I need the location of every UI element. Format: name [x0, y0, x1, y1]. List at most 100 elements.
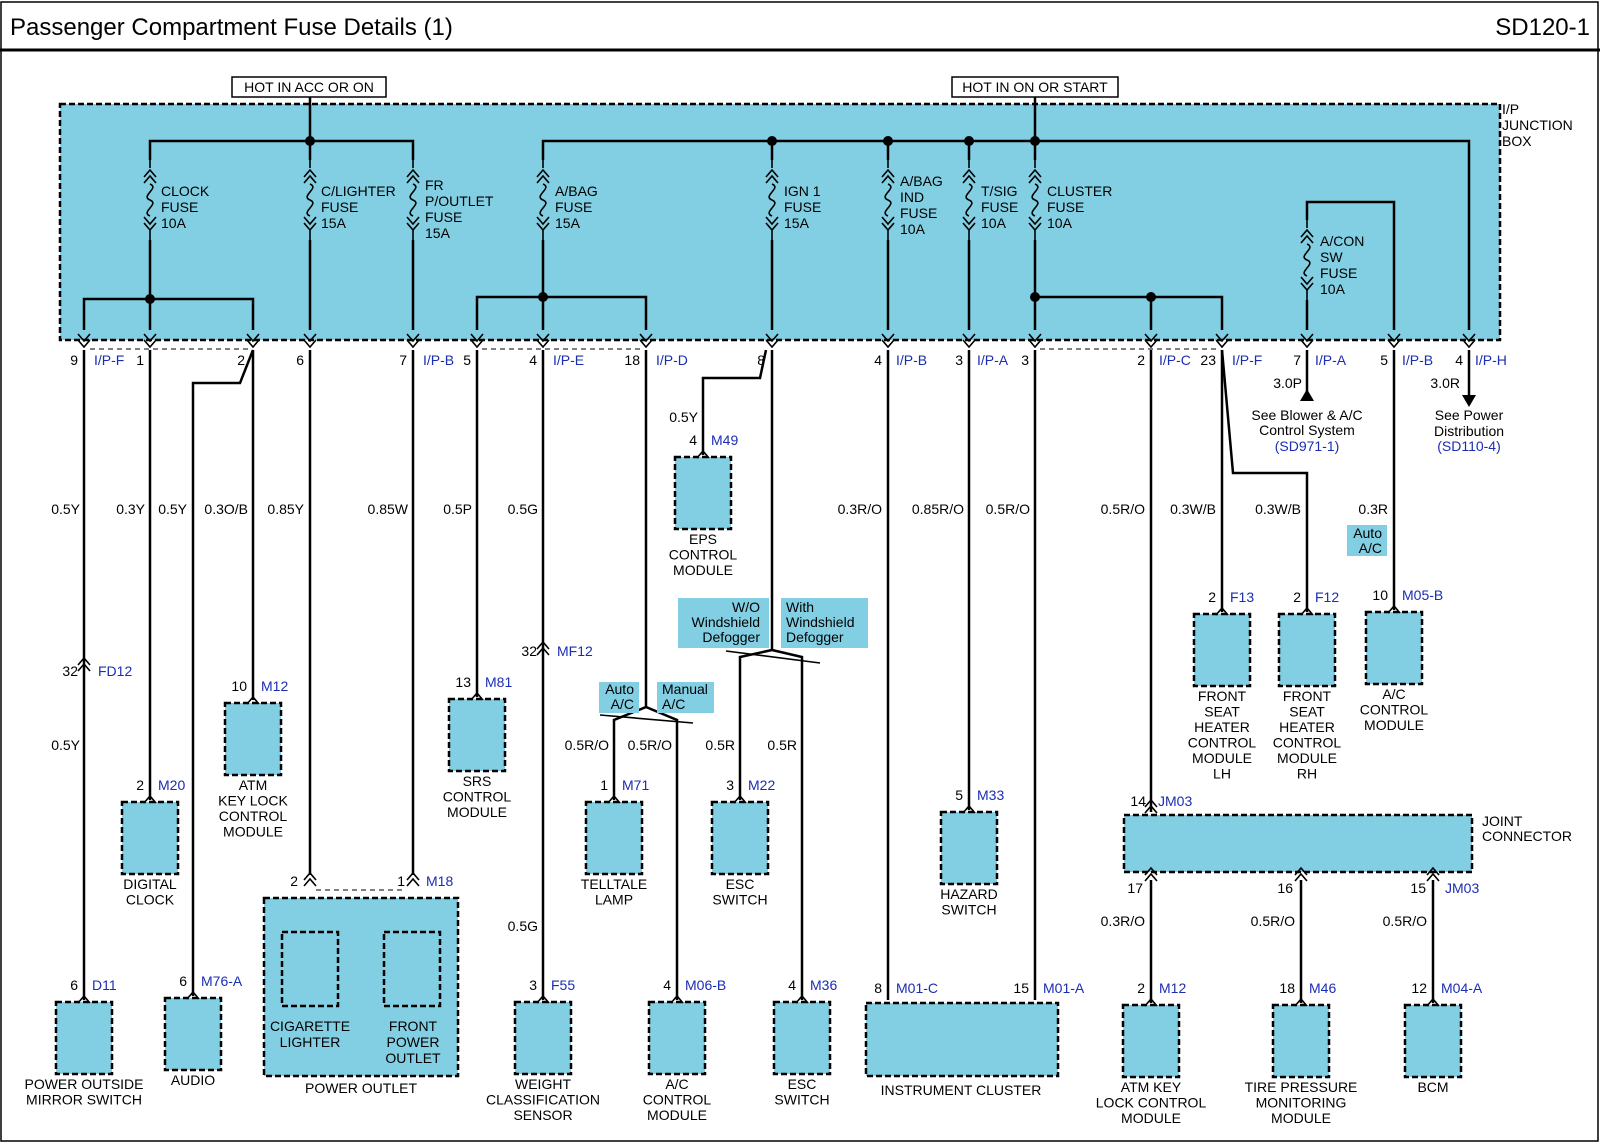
instrument-cluster-box	[864, 1001, 1060, 1078]
component-label: TIRE PRESSURE	[1245, 1079, 1358, 1095]
inline-chevron	[77, 656, 91, 672]
fuse-label: C/LIGHTER	[321, 183, 396, 199]
component-pin: 18	[1279, 980, 1295, 996]
front-power-outlet-label: OUTLET	[385, 1050, 441, 1066]
component-box	[163, 996, 223, 1072]
component-label: POWER OUTSIDE	[24, 1076, 143, 1092]
component-pin: 5	[955, 787, 963, 803]
junction-box-label-1: I/P	[1502, 101, 1519, 117]
wire-color: 0.5R/O	[986, 501, 1030, 517]
cigarette-lighter-box	[280, 930, 340, 1008]
pin-number: 5	[463, 352, 471, 368]
component-label: DIGITAL	[123, 876, 177, 892]
fuse-label: A/BAG	[555, 183, 598, 199]
pin-chevron	[143, 333, 157, 349]
wire-color: 0.5R	[767, 737, 797, 753]
component-box	[939, 810, 999, 886]
pin-connector: I/P-D	[656, 352, 688, 368]
component-label: MODULE	[1277, 750, 1337, 766]
ref-blower-3[interactable]: (SD971-1)	[1275, 438, 1340, 454]
pin-chevron	[77, 333, 91, 349]
component-label: SWITCH	[774, 1092, 829, 1108]
fuse-symbol	[536, 160, 550, 240]
pin-connector: I/P-F	[1232, 352, 1262, 368]
component-box	[447, 697, 507, 773]
wire-labels: 0.5Y 0.3Y 0.5Y 0.3O/B 0.85Y 0.85W 0.5P 0…	[51, 375, 1460, 934]
wire-color: 0.5Y	[51, 501, 80, 517]
fuse-label: FUSE	[784, 199, 821, 215]
component-pin: 6	[179, 973, 187, 989]
note-with-3: Defogger	[786, 629, 844, 645]
component-pin: 1	[600, 777, 608, 793]
component-label: CONTROL	[1360, 702, 1429, 718]
component-connector: M36	[810, 977, 837, 993]
component-label: HEATER	[1279, 719, 1335, 735]
wire-color: 0.5R/O	[1383, 913, 1427, 929]
component-box	[1403, 1003, 1463, 1079]
fuse-acon: A/CON SW FUSE 10A	[1320, 233, 1364, 297]
pin-number: 4	[874, 352, 882, 368]
component-chevron	[470, 691, 484, 701]
pin-chevron	[536, 333, 550, 349]
pin-number: 3	[955, 352, 963, 368]
component-connector: M46	[1309, 980, 1336, 996]
component-label: MODULE	[223, 824, 283, 840]
component-label: AUDIO	[171, 1072, 215, 1088]
pin-connector: I/P-A	[977, 352, 1009, 368]
component-label: CLOCK	[126, 892, 175, 908]
pin-chevron	[1215, 333, 1229, 349]
component-label: FRONT	[1283, 688, 1332, 704]
joint-connector-label: CONNECTOR	[1482, 828, 1572, 844]
component-label: ESC	[726, 876, 755, 892]
component-label: CONTROL	[219, 808, 288, 824]
pin-chevron	[639, 333, 653, 349]
junction-box-label-3: BOX	[1502, 133, 1532, 149]
inline-pin: 2	[290, 873, 298, 889]
inline-chevron	[1144, 798, 1158, 814]
fuse-label: IND	[900, 189, 924, 205]
inline-pin: 16	[1277, 880, 1293, 896]
component-label: CONTROL	[643, 1092, 712, 1108]
component-label: MODULE	[447, 804, 507, 820]
wire-color: 0.3Y	[116, 501, 145, 517]
component-connector: D11	[92, 977, 117, 993]
fuse-label: 10A	[1320, 281, 1346, 297]
component-chevron	[607, 794, 621, 804]
fuse-label: A/CON	[1320, 233, 1364, 249]
wire-color: 0.3R/O	[838, 501, 882, 517]
component-label: MONITORING	[1256, 1095, 1347, 1111]
pin-chevron	[246, 333, 260, 349]
pin-number: 4	[1455, 352, 1463, 368]
pin-number: 4	[529, 352, 537, 368]
fuse-label: FUSE	[555, 199, 592, 215]
component-pin: 2	[1208, 589, 1216, 605]
pin-connector: I/P-B	[1402, 352, 1433, 368]
component-label: LOCK CONTROL	[1096, 1095, 1207, 1111]
cluster-connector: M01-A	[1043, 980, 1085, 996]
wire-color: 0.5R/O	[565, 737, 609, 753]
component-box	[54, 1000, 114, 1076]
component-chevron	[1426, 997, 1440, 1007]
inline-chevron	[1426, 866, 1440, 882]
component-chevron	[1387, 604, 1401, 614]
component-label: CONTROL	[1273, 735, 1342, 751]
wire-color: 0.5R/O	[628, 737, 672, 753]
component-pin: 3	[529, 977, 537, 993]
wire-color: 0.3R	[1358, 501, 1388, 517]
wire-color: 0.5R/O	[1251, 913, 1295, 929]
component-box	[513, 1000, 573, 1076]
wire-color: 0.5G	[508, 918, 538, 934]
front-power-outlet-box	[382, 930, 442, 1008]
ref-power-3[interactable]: (SD110-4)	[1437, 438, 1501, 454]
inline-connector: M18	[426, 873, 453, 889]
fuse-label: FUSE	[1047, 199, 1084, 215]
inline-pin: 15	[1410, 880, 1426, 896]
component-label: A/C	[1382, 686, 1405, 702]
inline-chevron	[536, 640, 550, 656]
wire-color: 0.85Y	[267, 501, 304, 517]
component-chevron	[1215, 606, 1229, 616]
component-pin: 10	[1372, 587, 1388, 603]
